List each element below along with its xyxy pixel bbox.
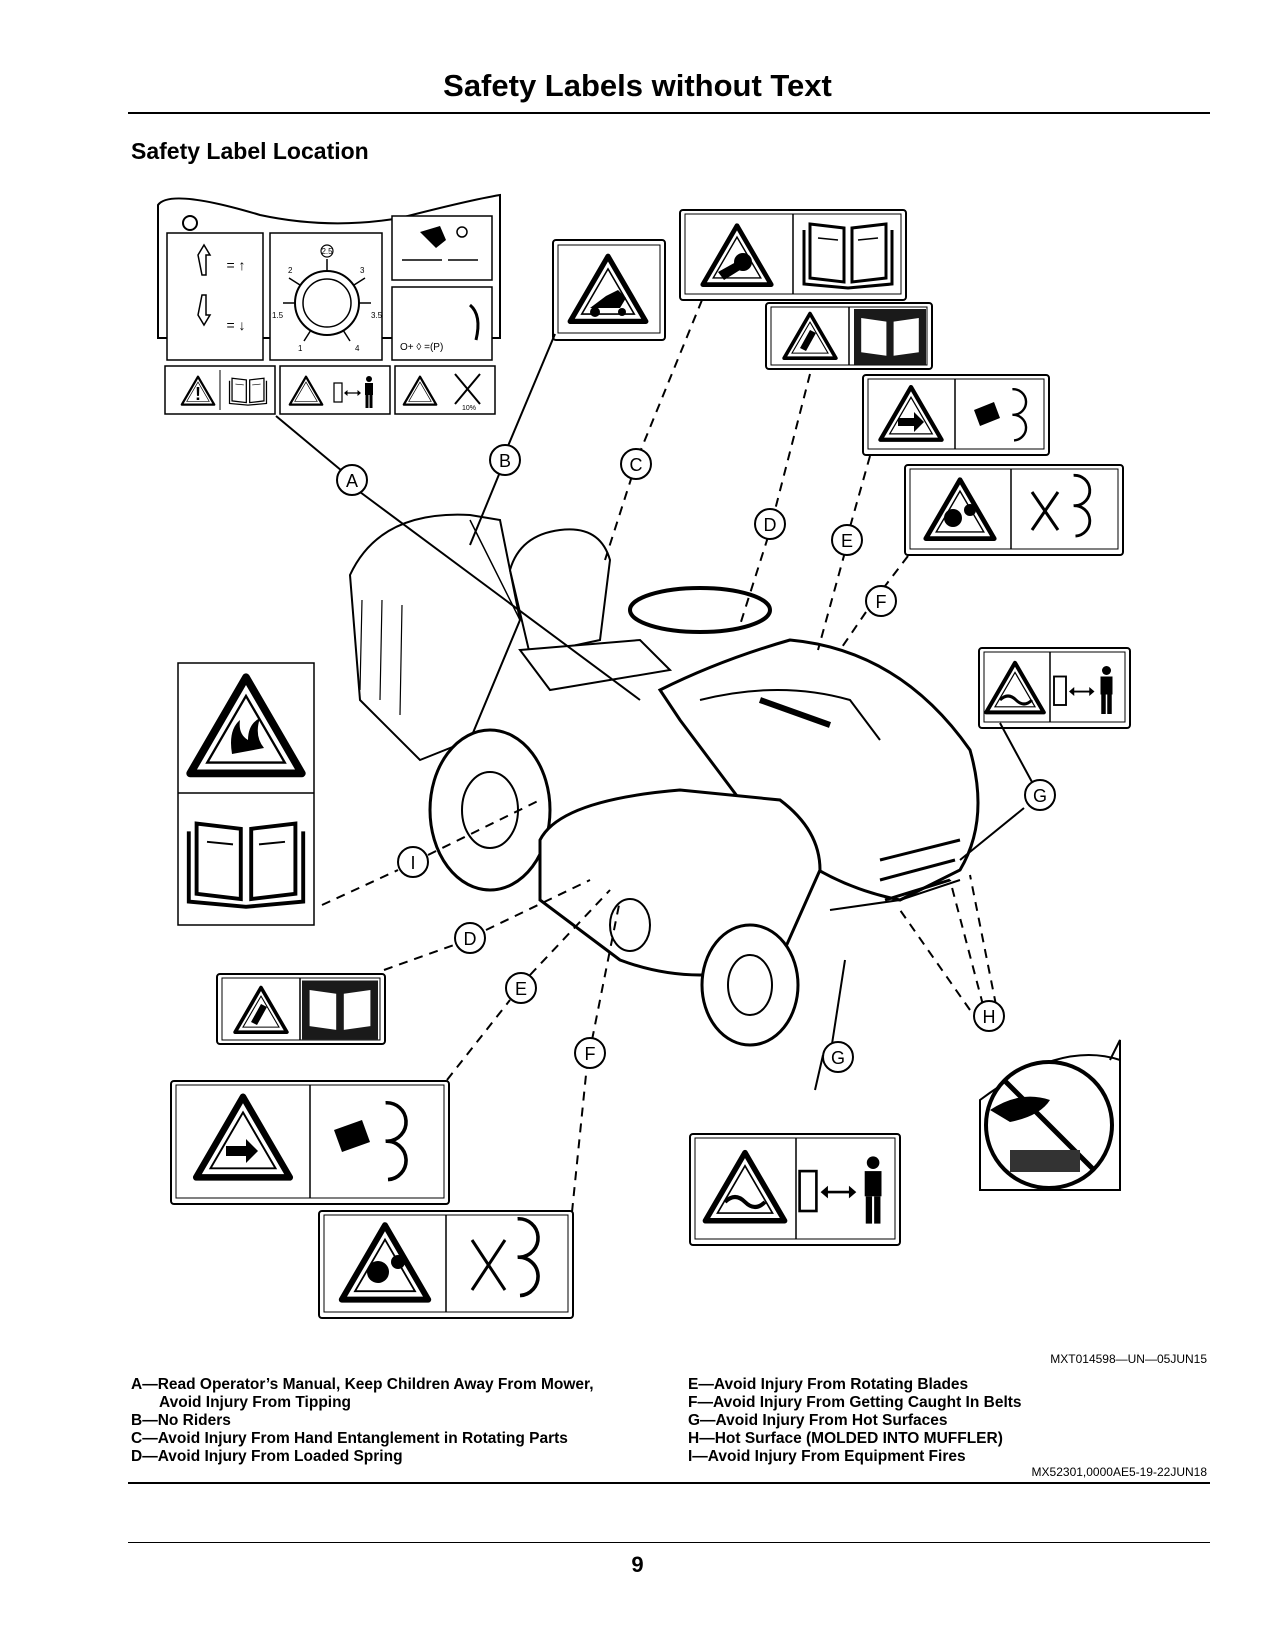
svg-text:A: A	[346, 471, 358, 491]
caption-f: F—Avoid Injury From Getting Caught In Be…	[688, 1394, 1022, 1411]
throttle-icon	[420, 226, 446, 248]
label-e-rotating-blades-lower	[170, 1080, 450, 1205]
caption-g: G—Avoid Injury From Hot Surfaces	[688, 1412, 948, 1429]
label-d-loaded-spring-lower	[216, 973, 386, 1045]
caption-column-right: E—Avoid Injury From Rotating Blades F—Av…	[688, 1376, 1022, 1466]
caption-column-left: A—Read Operator’s Manual, Keep Children …	[131, 1376, 594, 1466]
caption-a: A—Read Operator’s Manual, Keep Children …	[131, 1376, 594, 1393]
leader-lines	[275, 333, 1033, 1091]
header-rule	[128, 112, 1210, 114]
gauge-value-label: 3.5	[371, 311, 383, 320]
svg-text:= ↓: = ↓	[226, 317, 245, 333]
gauge-value-label: 2.5	[321, 247, 333, 256]
callout-b: B	[489, 444, 521, 476]
svg-text:F: F	[585, 1044, 596, 1064]
svg-text:D: D	[764, 515, 777, 535]
label-e-rotating-blades-upper	[862, 374, 1050, 456]
caption-bottom-rule	[128, 1482, 1210, 1484]
svg-text:= ↑: = ↑	[226, 257, 245, 273]
label-h-muffler-hot-surface	[979, 1039, 1121, 1191]
callout-d-lower: D	[454, 922, 486, 954]
caption-c: C—Avoid Injury From Hand Entanglement in…	[131, 1430, 568, 1447]
label-c-hand-entanglement	[679, 209, 907, 301]
figure-reference: MXT014598—UN—05JUN15	[1050, 1352, 1207, 1366]
svg-text:E: E	[841, 531, 853, 551]
svg-text:E: E	[515, 979, 527, 999]
page-title: Safety Labels without Text	[443, 68, 832, 103]
svg-text:G: G	[1033, 786, 1047, 806]
gauge-value-label: 1	[298, 344, 303, 353]
svg-text:G: G	[831, 1048, 845, 1068]
caption-i: I—Avoid Injury From Equipment Fires	[688, 1448, 966, 1465]
callout-e-upper: E	[831, 524, 863, 556]
document-reference: MX52301,0000AE5-19-22JUN18	[1031, 1465, 1207, 1479]
label-g-hot-surface-lower	[689, 1133, 901, 1246]
svg-text:O+ ◊ =(P): O+ ◊ =(P)	[400, 342, 443, 353]
label-f-belts-lower	[318, 1210, 574, 1319]
svg-text:B: B	[499, 451, 511, 471]
dashboard-label-panel: = ↑ = ↓ 2.5 3 2 1.5 3.5 1 4 O+ ◊ =(P) !	[157, 193, 501, 415]
gauge-value-label: 2	[288, 266, 293, 275]
svg-text:F: F	[876, 592, 887, 612]
section-subtitle: Safety Label Location	[131, 138, 369, 164]
lawn-tractor-illustration	[348, 513, 980, 1047]
page-number: 9	[631, 1552, 644, 1577]
label-b-no-riders	[552, 239, 666, 341]
callout-d-upper: D	[754, 508, 786, 540]
label-g-hot-surface-upper	[978, 647, 1131, 729]
callout-f-upper: F	[865, 585, 897, 617]
label-f-belts-upper	[904, 464, 1124, 556]
gauge-value-label: 3	[360, 266, 365, 275]
svg-text:H: H	[983, 1007, 996, 1027]
gauge-value-label: 4	[355, 344, 360, 353]
caption-e: E—Avoid Injury From Rotating Blades	[688, 1376, 969, 1393]
caption-b: B—No Riders	[131, 1412, 231, 1429]
caption-d: D—Avoid Injury From Loaded Spring	[131, 1448, 403, 1465]
emblem-icon	[182, 215, 198, 231]
label-d-loaded-spring-upper	[765, 302, 933, 370]
gauge-value-label: 1.5	[272, 311, 284, 320]
svg-text:C: C	[630, 455, 643, 475]
svg-text:I: I	[410, 853, 415, 873]
callout-e-lower: E	[505, 972, 537, 1004]
svg-text:!: !	[195, 384, 201, 404]
callout-g-lower: G	[822, 1041, 854, 1073]
callout-c: C	[620, 448, 652, 480]
callout-i: I	[397, 846, 429, 878]
footer-rule	[128, 1542, 1210, 1543]
svg-text:D: D	[464, 929, 477, 949]
caption-h: H—Hot Surface (MOLDED INTO MUFFLER)	[688, 1430, 1003, 1447]
gear-icon	[734, 253, 752, 271]
slope-percent-label: 10%	[462, 405, 476, 412]
callout-f-lower: F	[574, 1037, 606, 1069]
callout-g-upper: G	[1024, 779, 1056, 811]
label-i-equipment-fires	[177, 662, 315, 926]
flame-icon	[231, 718, 264, 754]
callout-a: A	[336, 464, 368, 496]
callout-h: H	[973, 1000, 1005, 1032]
caption-a-continued: Avoid Injury From Tipping	[159, 1394, 352, 1411]
